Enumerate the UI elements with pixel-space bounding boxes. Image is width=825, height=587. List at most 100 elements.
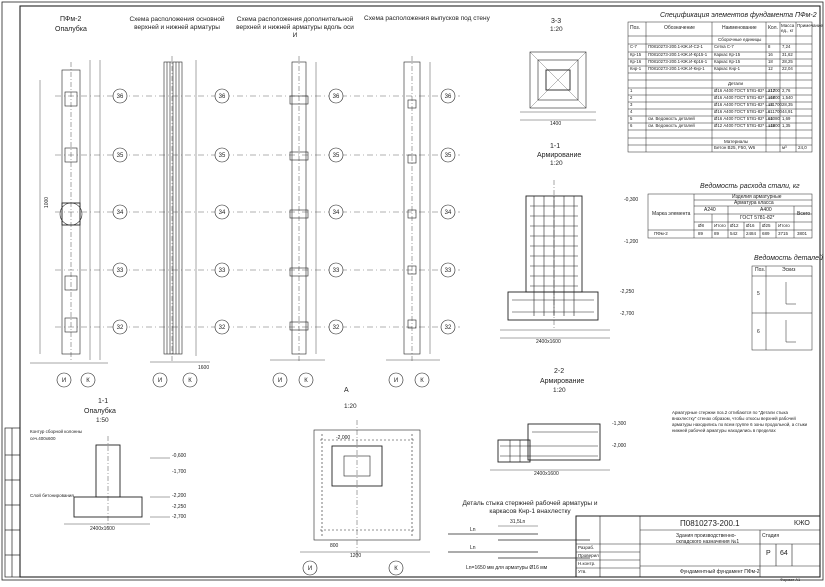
arm-note: Арматурные стержни поз.2 отгибаются по "…	[672, 410, 808, 433]
spec-cell: П0810273-200.1-КЖ.И-Кнр-1	[648, 66, 705, 71]
stamp-code: П0810273-200.1	[680, 519, 740, 528]
title-scheme-main: Схема расположения основной верхней и ни…	[129, 16, 225, 32]
axis-label-35: 35	[219, 153, 226, 159]
axis-label-35: 35	[445, 153, 452, 159]
axis-bubble	[440, 88, 456, 104]
axis-bubble	[112, 204, 128, 220]
axis-label-35: 35	[117, 153, 124, 159]
steel-subheader: Ø25	[762, 223, 771, 228]
spec-cell: 28,25	[782, 59, 793, 64]
scale-a: 1:20	[344, 403, 357, 410]
dim-1200-a: 1200	[350, 553, 362, 559]
axis-bubble	[272, 372, 288, 388]
spec-cell: 166	[768, 95, 776, 100]
spec-cell: 7,24	[782, 44, 791, 49]
ln-bottom: Ln	[470, 545, 476, 551]
axis-bubble	[440, 147, 456, 163]
main-rebar-scheme	[150, 56, 210, 363]
spec-cell: Каркас Кнр-1	[714, 66, 741, 71]
title-cut-33: 3-3	[551, 18, 562, 25]
spec-cell: Каркас Кр-15	[714, 52, 741, 57]
details-h-sketch: Эскиз	[782, 267, 796, 273]
steel-cell: 89	[714, 231, 720, 236]
axis-label-bottom: К	[304, 378, 308, 384]
spec-material-qty: 24,0	[798, 145, 807, 150]
axis-bubble	[440, 262, 456, 278]
stamp-desc: Здания производственно-складского назнач…	[676, 533, 740, 545]
spec-cell: Кр-16	[630, 59, 642, 64]
axis-bubble	[328, 88, 344, 104]
spec-cell: 8	[768, 109, 771, 114]
spec-cell: см. Ведомость деталей	[648, 116, 695, 121]
axis-bubble	[56, 372, 72, 388]
axis-bubble	[182, 372, 198, 388]
spec-cell: 6	[630, 123, 633, 128]
axis-label-34: 34	[219, 210, 226, 216]
axis-label-bottom: К	[188, 378, 192, 384]
axis-label-33: 33	[219, 268, 226, 274]
spec-cell: 1	[630, 88, 633, 93]
title-opaluba-11: 1-1	[98, 398, 109, 405]
scale-11: 1:20	[550, 160, 563, 167]
title-opaluba-11-sub: Опалубка	[84, 408, 116, 415]
elev-1300: -1,300	[612, 421, 627, 427]
title-scheme-outlets: Схема расположения выпусков под стену	[364, 15, 490, 22]
stamp-format: Формат А1	[780, 577, 801, 582]
stamp-mark: КЖО	[794, 520, 810, 527]
title-opaluba: Опалубка	[55, 26, 87, 33]
steel-h1: Изделия арматурные	[732, 194, 782, 200]
spec-group-det: Детали	[728, 81, 744, 86]
axis-label-34: 34	[117, 210, 124, 216]
stamp-stage-label: Стадия	[762, 533, 780, 539]
details-h-pos: Поз.	[755, 267, 765, 273]
title-node-a: А	[344, 387, 349, 394]
axis-bubble	[112, 147, 128, 163]
title-cut-11: 1-1	[550, 143, 561, 150]
steel-subheader: Ø8	[698, 223, 705, 228]
steel-cell: 542	[730, 231, 738, 236]
spec-cell: Ø12 А400 ГОСТ 5781-82* L=1200	[714, 123, 780, 128]
axis-label-bottom: К	[420, 378, 424, 384]
stamp-role-1: Проверил	[578, 553, 599, 558]
dim-315: 31,5Ln	[510, 519, 526, 525]
axis-label-bottom: И	[394, 378, 398, 384]
axis-bubble	[328, 262, 344, 278]
spec-cell: 1,69	[782, 116, 791, 121]
dim-base-22: 2400x1600	[534, 471, 559, 477]
title-cut-22: 2-2	[554, 368, 565, 375]
elev-2200: -2,200	[172, 493, 187, 499]
axis-label-35: 35	[333, 153, 340, 159]
section-3-3	[520, 51, 596, 121]
steel-cell: 89	[698, 231, 704, 236]
elev-1200: -1,200	[624, 239, 639, 245]
steel-cell: 2484	[746, 231, 757, 236]
spec-cell: 1,540	[782, 95, 793, 100]
spec-cell: 22,04	[782, 66, 793, 71]
extra-rebar-scheme	[270, 56, 325, 362]
axis-bubble	[388, 372, 404, 388]
axis-bubble	[214, 204, 230, 220]
dim-base-op: 2400x1600	[90, 526, 115, 532]
axis-bubble	[80, 372, 96, 388]
elev-2700: -2,700	[620, 311, 635, 317]
title-zpmn: ПФм-2	[60, 16, 82, 23]
opaluba-section-1-1	[64, 436, 170, 528]
axis-bubble	[414, 372, 430, 388]
axis-bubble	[298, 372, 314, 388]
dim-1000-plan: 1000	[44, 196, 51, 209]
spec-cell: 3	[630, 102, 633, 107]
spec-cell: 8	[768, 44, 771, 49]
axis-bubble	[214, 319, 230, 335]
stamp-sheet: 64	[780, 550, 788, 557]
spec-cell: 16	[768, 52, 773, 57]
elev-2700-op: -2,700	[172, 514, 187, 520]
steel-h3b: А400	[760, 207, 772, 213]
spec-cell: 1,35	[782, 123, 791, 128]
steel-col-label: Марка элемента	[652, 211, 691, 217]
axis-label-34: 34	[445, 210, 452, 216]
spec-cell: 2	[630, 95, 633, 100]
spec-material-name: Бетон B25, F50, W6	[714, 145, 756, 150]
spec-cell: П0810273-200.1-КЖ.И-С2-1	[648, 44, 703, 49]
